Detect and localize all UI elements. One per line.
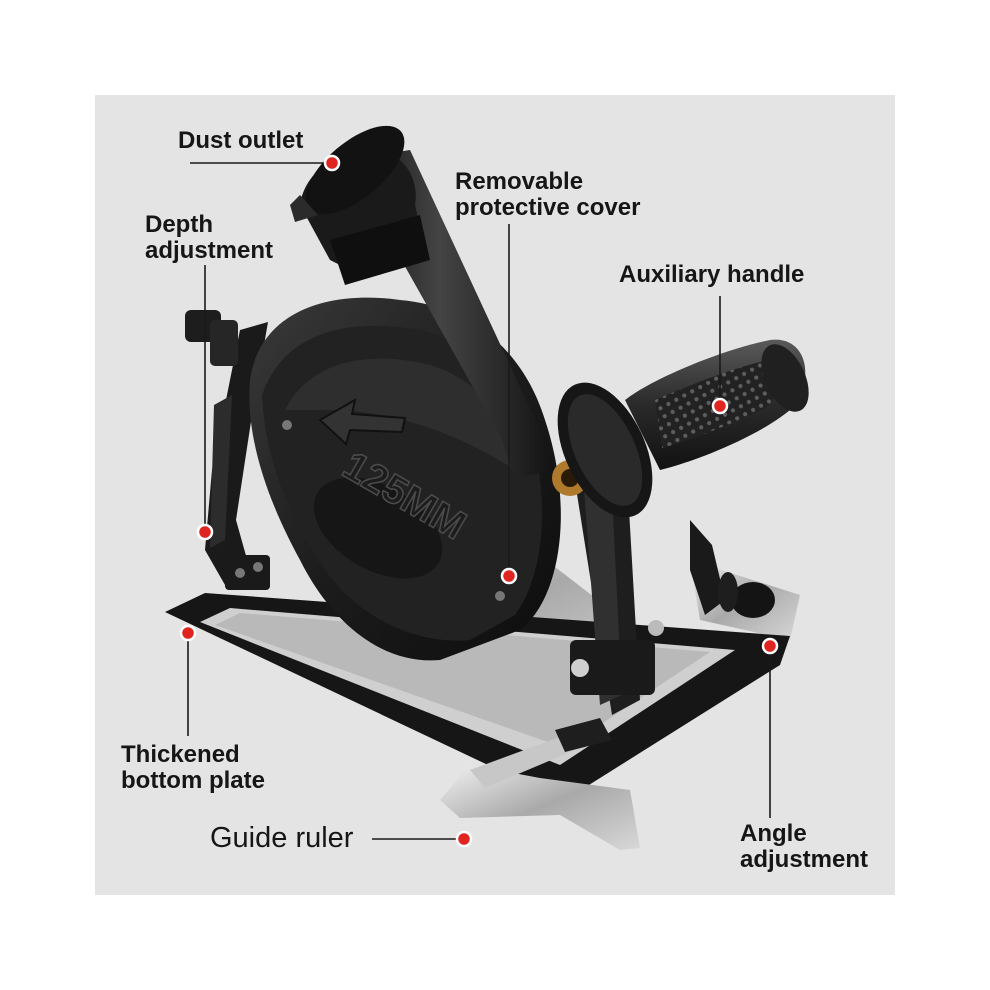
guide-ruler — [440, 718, 640, 850]
label-auxiliary-handle: Auxiliary handle — [619, 261, 805, 288]
label-angle-line2: adjustment — [740, 846, 869, 873]
label-guide-ruler: Guide ruler — [210, 822, 354, 854]
dust-outlet-tube — [290, 125, 555, 478]
label-dust-outlet: Dust outlet — [178, 127, 304, 154]
marker-thickened — [179, 624, 197, 642]
angle-mechanism — [552, 440, 775, 715]
label-thickened-bottom-plate: Thickened bottom plate — [121, 742, 265, 794]
marker-auxiliary-handle — [711, 397, 729, 415]
label-angle-line1: Angle — [740, 820, 807, 847]
leader-lines — [187, 162, 771, 840]
label-removable-cover-line2: protective cover — [455, 194, 641, 221]
label-removable-cover: Removable protective cover — [455, 169, 640, 221]
marker-depth — [196, 523, 214, 541]
marker-dust-outlet — [323, 154, 341, 172]
marker-angle — [761, 637, 779, 655]
label-thickened-line2: bottom plate — [121, 767, 265, 794]
label-depth-line1: Depth — [145, 211, 213, 238]
marker-guide-ruler — [455, 830, 473, 848]
label-thickened-line1: Thickened — [121, 741, 240, 768]
label-depth-line2: adjustment — [145, 237, 274, 264]
callout-markers — [179, 154, 779, 848]
label-removable-cover-line1: Removable — [455, 168, 584, 195]
marker-removable-cover — [500, 567, 518, 585]
label-depth-adjustment: Depth adjustment — [145, 212, 273, 264]
label-angle-adjustment: Angle adjustment — [740, 821, 868, 873]
